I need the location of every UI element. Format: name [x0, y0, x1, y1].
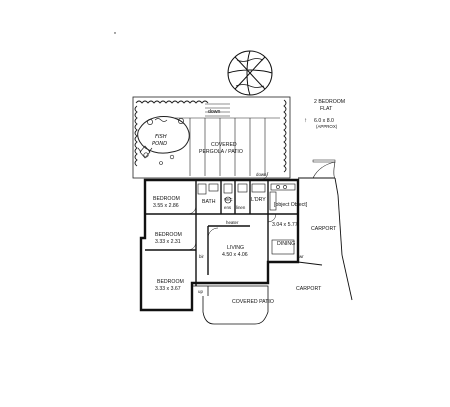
room-name-bedroom-2: BEDROOM [155, 232, 182, 238]
carport [297, 159, 353, 301]
room-name-bath: BATH [202, 199, 216, 205]
room-name-living: LIVING [227, 245, 244, 251]
room-name-bedroom-1: BEDROOM [153, 196, 180, 202]
label-pond: POND [152, 141, 167, 147]
label-pergola-patio: PERGOLA / PATIO [199, 149, 243, 155]
label-covered-patio: COVERED PATIO [232, 299, 274, 305]
label-down-2: down [256, 172, 267, 177]
label-carport-upper: CARPORT [311, 226, 337, 232]
label-down-1: down [208, 109, 221, 115]
flat-size-note: (APPROX) [316, 124, 338, 129]
room-name-ens: ens [224, 205, 232, 210]
garden-area [132, 96, 291, 179]
room-name-bedroom-3: BEDROOM [157, 279, 184, 285]
room-dims-living: 4.50 x 4.06 [222, 252, 248, 258]
label-covered: COVERED [211, 142, 237, 148]
room-dims-kitchen: 3.04 x 5.77 [272, 222, 298, 228]
room-name-kitchen: [object Object] [274, 202, 308, 208]
flat-type-line1: 2 BEDROOM [314, 99, 345, 105]
house-walls [139, 171, 300, 312]
room-name-ldry: L'DRY [251, 197, 266, 203]
room-name-heater: heater [226, 220, 239, 225]
room-name-dining: DINING [277, 241, 295, 247]
flat-size: 6.0 x 8.0 [314, 118, 334, 124]
room-dims-bedroom-3: 3.33 x 3.67 [155, 286, 181, 292]
flat-type-line2: FLAT [320, 106, 333, 112]
label-up: up [198, 289, 203, 294]
room-dims-bedroom-1: 3.55 x 2.86 [153, 203, 179, 209]
room-name-wc: W/C [224, 197, 233, 202]
room-name-wr: wr [299, 254, 304, 259]
tree-icon [227, 50, 273, 96]
covered-patio-area [192, 285, 269, 325]
label-carport-lower: CARPORT [296, 286, 322, 292]
north-arrow-icon: ↑ [304, 118, 307, 124]
room-name-linen: linen [236, 205, 246, 210]
label-fish: FISH [155, 134, 167, 140]
room-dims-bedroom-2: 3.33 x 2.31 [155, 239, 181, 245]
room-name-bir: bir [199, 254, 204, 259]
stray-dot [114, 32, 116, 34]
